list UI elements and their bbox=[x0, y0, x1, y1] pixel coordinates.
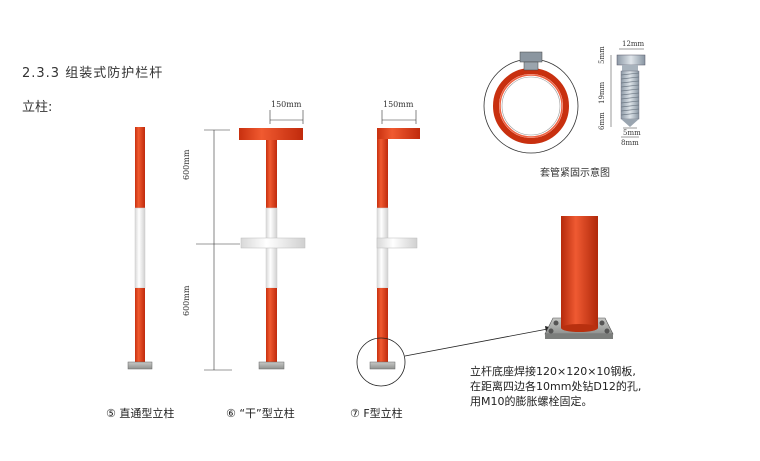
f-type-post bbox=[356, 128, 420, 387]
lower-height-label: 600mm bbox=[182, 285, 191, 316]
bolt-tip-width-label: 5mm bbox=[623, 129, 641, 137]
sleeve-clamp-drawing bbox=[483, 51, 579, 154]
f-top-width-label: 150mm bbox=[383, 100, 414, 109]
caption-straight-post: ⑤ 直通型立柱 bbox=[106, 407, 175, 420]
base-leader-line bbox=[404, 326, 554, 357]
bolt-head-width-label: 12mm bbox=[622, 40, 645, 48]
bolt-head-height-label: 5mm bbox=[598, 46, 606, 64]
straight-post bbox=[127, 127, 153, 370]
t-top-width-label: 150mm bbox=[271, 100, 302, 109]
t-type-post bbox=[239, 128, 306, 370]
upper-height-label: 600mm bbox=[182, 149, 191, 180]
t-width-dimension bbox=[269, 110, 304, 124]
base-detail-drawing bbox=[544, 216, 614, 339]
bolt-thread-length-label: 19mm bbox=[598, 81, 606, 104]
section-title: 2.3.3 组装式防护栏杆 bbox=[22, 66, 164, 81]
f-width-dimension bbox=[381, 110, 417, 124]
base-note-line-3: 用M10的膨胀螺栓固定。 bbox=[470, 395, 593, 408]
t-height-dimension bbox=[196, 129, 240, 371]
bolt-tip-length-label: 6mm bbox=[598, 112, 606, 130]
base-note-line-2: 在距离四边各10mm处钻D12的孔, bbox=[470, 380, 642, 393]
bolt-detail-drawing bbox=[610, 48, 646, 138]
post-subtitle: 立柱: bbox=[22, 100, 53, 115]
caption-sleeve-clamp: 套管紧固示意图 bbox=[540, 168, 610, 179]
bolt-shank-width-label: 8mm bbox=[621, 139, 639, 147]
base-note-line-1: 立杆底座焊接120×120×10钢板, bbox=[470, 365, 636, 378]
base-plate-note: 立杆底座焊接120×120×10钢板, 在距离四边各10mm处钻D12的孔, 用… bbox=[470, 364, 750, 409]
caption-t-type-post: ⑥ “干”型立柱 bbox=[226, 407, 295, 420]
caption-f-type-post: ⑦ F型立柱 bbox=[350, 407, 403, 420]
